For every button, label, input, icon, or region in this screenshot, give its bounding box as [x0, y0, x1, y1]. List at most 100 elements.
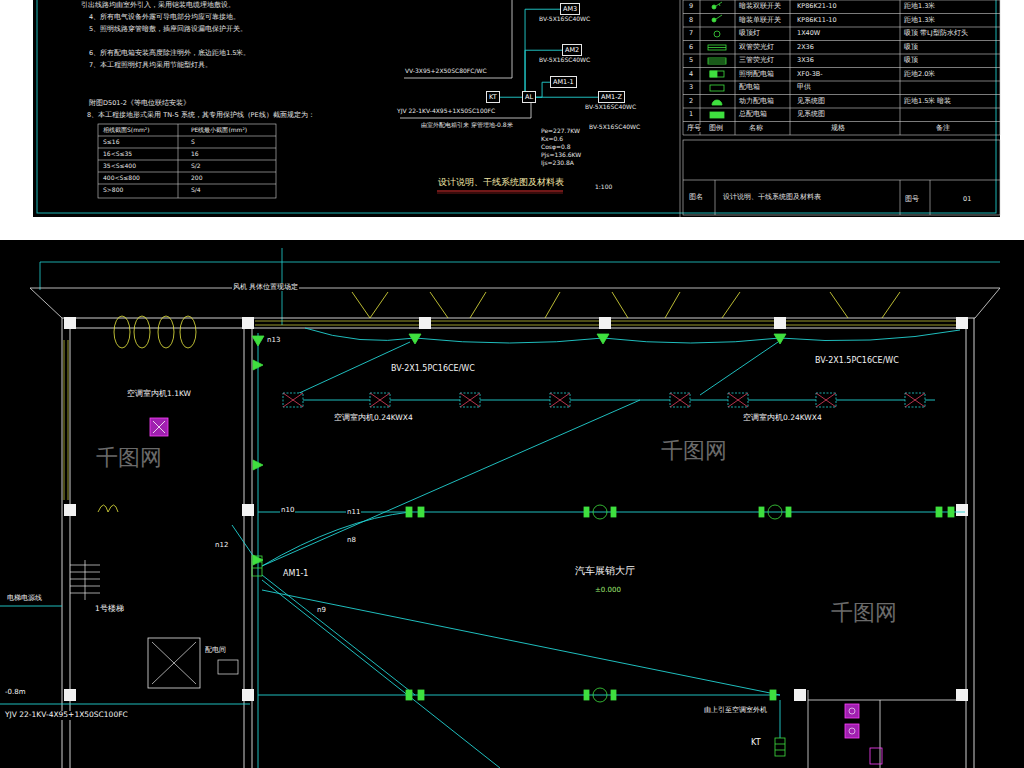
drawing-label: S/4: [190, 187, 202, 194]
drawing-label: 图号: [904, 196, 920, 203]
drawing-label: 图例: [708, 125, 724, 132]
drawing-label: 照明配电箱: [738, 71, 775, 78]
drawing-label: Kx=0.6: [540, 136, 564, 143]
building-outline: [30, 248, 1000, 768]
drawing-label: KT: [750, 738, 762, 747]
drawing-label: 2X36: [796, 44, 815, 51]
drawing-label: 01: [962, 196, 972, 203]
drawing-label: 6、所有配电箱安装高度除注明外，底边距地1.5米。: [88, 50, 251, 57]
drawing-label: n9: [316, 606, 327, 614]
system-wires: [400, 0, 563, 193]
drawing-label: 见系统图: [796, 111, 826, 118]
drawing-label: 6: [688, 44, 694, 51]
drawing-label: 5: [688, 57, 694, 64]
drawing-label: 3: [688, 84, 694, 91]
drawing-label: 距地2.0米: [903, 71, 936, 78]
distribution-box: AM3: [560, 3, 580, 15]
drawing-label: 16: [190, 151, 200, 158]
box-label: AL: [525, 93, 533, 101]
drawing-label: 双管荧光灯: [738, 44, 775, 51]
feeder-cable: [536, 82, 550, 97]
drawing-label: 序号: [686, 125, 702, 132]
drawing-label: 200: [190, 175, 203, 182]
drawing-label: 规格: [830, 125, 846, 132]
drawing-label: 附图D501-2《等电位联结安装》: [88, 100, 191, 107]
drawing-label: n10: [280, 506, 295, 514]
drawing-label: 由室外配电箱引来 穿管埋地-0.8米: [420, 122, 514, 129]
box-label: AM1-1: [553, 78, 574, 86]
equipment: [70, 418, 960, 768]
drawing-label: 动力配电箱: [738, 98, 775, 105]
drawing-label: n11: [346, 508, 361, 516]
drawing-label: 图名: [688, 194, 704, 201]
drawing-label: BV-2X1.5PC16CE/WC: [390, 364, 476, 373]
drawing-label: 吸顶 带LJ型防水灯头: [903, 30, 969, 37]
distribution-box: KT: [486, 91, 500, 103]
drawing-label: 吸顶: [903, 44, 919, 51]
drawing-label: 16<S≤35: [102, 151, 133, 158]
lamps: [252, 334, 954, 756]
drawing-label: -0.8m: [4, 688, 26, 696]
material-table: [680, 0, 1000, 217]
drawing-label: 汽车展销大厅: [574, 565, 636, 577]
drawing-label: 三管荧光灯: [738, 57, 775, 64]
drawing-label: 吸顶灯: [738, 30, 761, 37]
drawing-label: 距地1.3米: [903, 3, 936, 10]
drawing-label: 距地1.3米: [903, 17, 936, 24]
drawing-label: 设计说明、干线系统图及材料表: [437, 177, 565, 187]
drawing-label: 1:100: [594, 184, 613, 191]
drawing-label: 空调室内机0.24KWX4: [333, 414, 414, 423]
drawing-label: 相线截面S(mm²): [102, 127, 151, 134]
cable-spec: BV-5X16SC40WC: [538, 16, 591, 23]
drawing-label: 3X36: [796, 57, 815, 64]
drawing-label: Ijs=230.8A: [540, 160, 575, 167]
drawing-label: Cosφ=0.8: [540, 144, 572, 151]
drawing-label: 400<S≤800: [102, 175, 141, 182]
drawing-label: 距地1.5米 暗装: [903, 98, 952, 105]
drawing-label: 8: [688, 17, 694, 24]
drawing-label: 5、照明线路穿管暗敷，插座回路设漏电保护开关。: [88, 26, 248, 33]
drawing-label: 备注: [935, 125, 951, 132]
distribution-box: AM1-1: [550, 76, 577, 88]
drawing-label: YJV 22-1KV-4X95+1X50SC100FC: [396, 108, 496, 115]
drawing-label: 见系统图: [796, 98, 826, 105]
distribution-box: AM1-Z: [598, 91, 625, 103]
drawing-label: 由上引至空调室外机: [703, 706, 768, 714]
drawing-label: 空调室内机1.1KW: [126, 390, 192, 399]
drawing-label: 吸顶: [903, 57, 919, 64]
ac-units: [283, 393, 925, 407]
drawing-label: 4: [688, 71, 694, 78]
drawing-label: 暗装单联开关: [738, 17, 782, 24]
drawing-label: n12: [214, 541, 229, 549]
drawing-label: 1: [688, 111, 694, 118]
drawing-label: 4、所有电气设备外露可导电部分均应可靠接地。: [88, 14, 241, 21]
drawing-label: 1号楼梯: [94, 605, 125, 614]
drawing-label: 甲供: [796, 84, 812, 91]
drawing-label: 引出线路均由室外引入，采用铠装电缆埋地敷设。: [80, 2, 236, 9]
drawing-label: 7、本工程照明灯具均采用节能型灯具。: [88, 62, 213, 69]
drawing-label: n8: [346, 536, 357, 544]
drawing-label: 空调室内机0.24KWX4: [742, 414, 823, 423]
sheet-frame: [37, 0, 996, 213]
drawing-label: S: [190, 139, 196, 146]
sheet-ground: [33, 0, 1000, 217]
distribution-box: AM2: [562, 44, 582, 56]
drawing-label: Pe=227.7KW: [540, 128, 581, 135]
drawing-label: 配电箱: [738, 84, 761, 91]
box-label: AM3: [563, 5, 577, 13]
cable-spec: BV-5X16SC40WC: [584, 104, 637, 111]
legend-symbols: [708, 2, 726, 118]
drawing-label: YJV 22-1KV-4X95+1X50SC100FC: [4, 711, 129, 720]
drawing-label: 电梯电源线: [6, 594, 43, 602]
drawing-label: BV-5X16SC40WC: [588, 124, 641, 131]
drawing-label: KP86K11-10: [796, 17, 838, 24]
drawing-label: 8、本工程接地形式采用 TN-S 系统，其专用保护线（PE线）截面规定为：: [86, 112, 316, 119]
plan-wiring: [0, 328, 965, 768]
watermark: 千图网: [660, 438, 728, 463]
drawing-label: 7: [688, 30, 694, 37]
drawing-label: 总配电箱: [738, 111, 768, 118]
drawing-label: VV-3X95+2X50SC80FC/WC: [404, 68, 488, 75]
watermark: 千图网: [830, 600, 898, 625]
drawing-label: 暗装双联开关: [738, 3, 782, 10]
box-label: AM1-Z: [601, 93, 622, 101]
